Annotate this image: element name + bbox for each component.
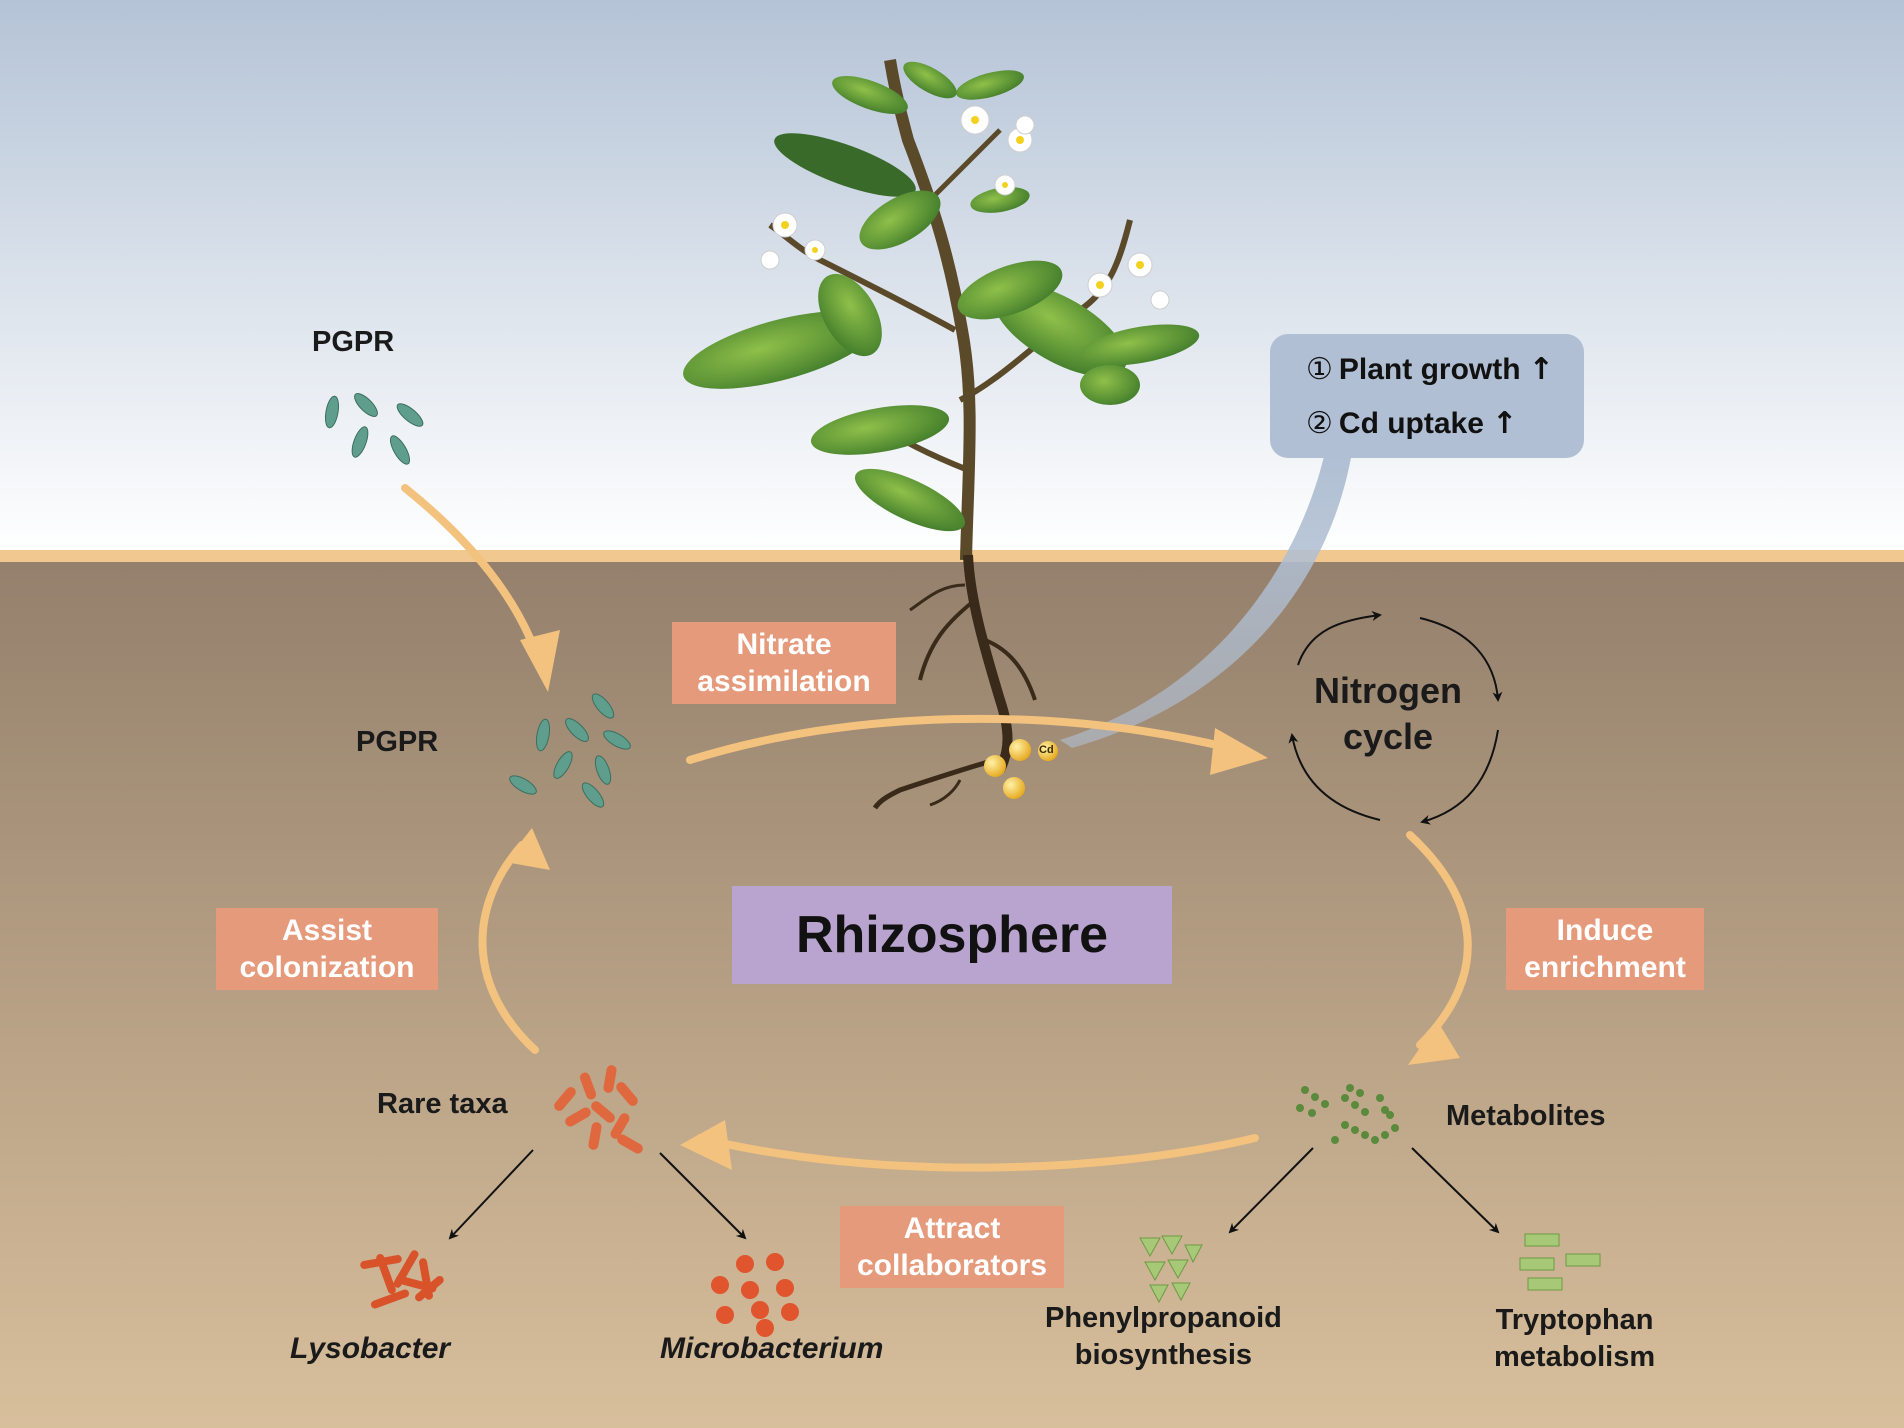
metabolite-dots (1296, 1084, 1399, 1144)
callout-tail (1060, 452, 1352, 748)
attract-line2: collaborators (856, 1249, 1048, 1282)
flow-arrows (401, 484, 1472, 1172)
arrow-assist-colonization (478, 841, 539, 1054)
induce-line1: Induce (1556, 914, 1654, 947)
phenylpropanoid-line1: Phenylpropanoid (1045, 1302, 1282, 1334)
flow-arrowheads (505, 630, 1460, 1170)
nitrate-line1: Nitrate (736, 628, 832, 661)
callout-item2-number: ② (1306, 406, 1333, 441)
phenylpropanoid-shapes (1139, 1235, 1203, 1304)
rhizosphere-title: Rhizosphere (795, 906, 1109, 964)
callout-item1-number: ① (1306, 352, 1333, 387)
induce-line2: enrichment (1524, 951, 1686, 984)
nitrogen-cycle-line2: cycle (1342, 716, 1434, 757)
plant-illustration (683, 59, 1200, 810)
nitrate-assimilation-box: Nitrate assimilation (672, 622, 896, 704)
tryptophan-shapes (1519, 1233, 1601, 1291)
microbacterium-label: Microbacterium (660, 1332, 884, 1365)
cd-marker-label: Cd (1039, 744, 1054, 756)
phenylpropanoid-line2: biosynthesis (1074, 1339, 1253, 1371)
lysobacter-rods (360, 1250, 444, 1309)
up-arrow-icon: ↑ (1528, 352, 1554, 387)
tryptophan-label: Tryptophan metabolism (1494, 1302, 1655, 1376)
pgpr-top-label: PGPR (312, 326, 395, 358)
rare-taxa-rods (554, 1065, 643, 1154)
arrow-attract-collaborators (696, 1134, 1259, 1172)
nitrogen-cycle-line1: Nitrogen (1314, 670, 1462, 711)
nitrate-line2: assimilation (697, 665, 871, 698)
assist-line2: colonization (239, 951, 415, 984)
attract-collaborators-box: Attract collaborators (840, 1206, 1064, 1288)
lysobacter-label: Lysobacter (290, 1332, 451, 1365)
callout-item2-text: Cd uptake (1338, 407, 1484, 440)
pgpr-bacteria-top (324, 393, 424, 465)
metabolites-label: Metabolites (1446, 1100, 1606, 1132)
soil-background (0, 562, 1904, 1428)
rare-taxa-label: Rare taxa (377, 1088, 508, 1121)
arrow-induce-enrichment (1406, 831, 1472, 1049)
up-arrow-icon: ↑ (1491, 406, 1518, 441)
induce-enrichment-box: Induce enrichment (1506, 908, 1704, 990)
microbacterium-cells (711, 1253, 799, 1337)
attract-line1: Attract (903, 1212, 1001, 1245)
rare-taxa-text: Rare taxa (377, 1088, 508, 1120)
phenylpropanoid-label: Phenylpropanoid biosynthesis (1045, 1300, 1282, 1374)
nitrogen-cycle-arrows (1288, 611, 1503, 825)
pgpr-bacteria-soil (509, 693, 631, 808)
assist-colonization-box: Assist colonization (216, 908, 438, 990)
rhizosphere-box (732, 886, 1172, 984)
tryptophan-line1: Tryptophan (1495, 1304, 1654, 1336)
pgpr-soil-label: PGPR (356, 726, 439, 758)
callout-item1-text: Plant growth (1338, 353, 1521, 386)
soil-surface-line (0, 550, 1904, 564)
branch-arrows (448, 1147, 1500, 1240)
arrow-nitrate-assimilation (686, 714, 1234, 764)
nitrogen-cycle-label: Nitrogen cycle (1314, 668, 1462, 760)
assist-line1: Assist (281, 914, 373, 947)
tryptophan-line2: metabolism (1494, 1341, 1656, 1373)
